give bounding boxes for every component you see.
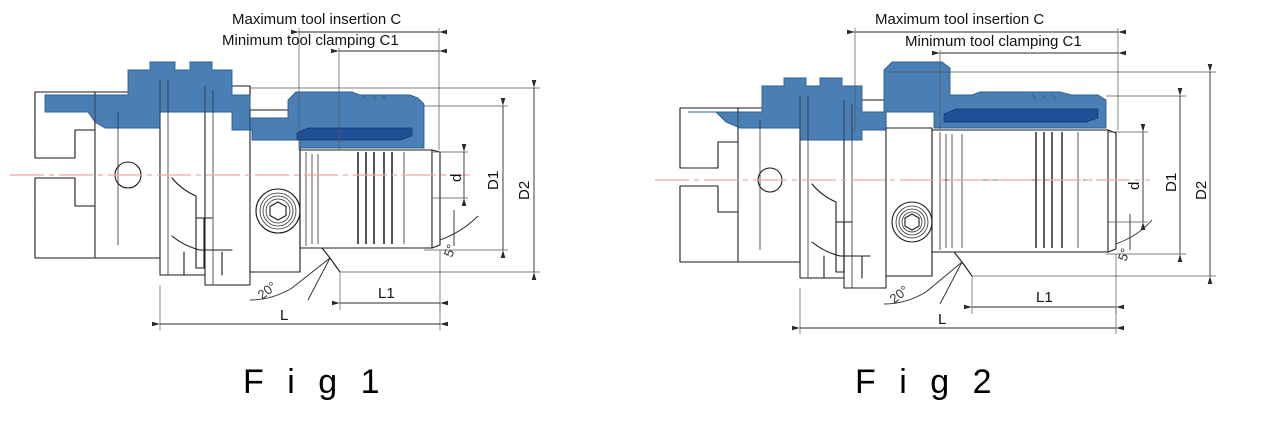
- fig2-top-knurl-marks: [1031, 94, 1057, 100]
- figure-fig2: Maximum tool insertion C Minimum tool cl…: [655, 11, 1216, 401]
- fig1-label-insertion-c: Maximum tool insertion C: [232, 11, 401, 28]
- fig2-top-dimensions: Maximum tool insertion C Minimum tool cl…: [847, 11, 1126, 130]
- fig2-label-insertion-c: Maximum tool insertion C: [875, 11, 1044, 28]
- fig1-label-clamping-c1: Minimum tool clamping C1: [222, 32, 399, 49]
- fig1-label-d2: D2: [516, 181, 533, 200]
- fig2-label-d2: D2: [1193, 181, 1210, 200]
- fig2-tick-20deg: [939, 261, 963, 305]
- fig2-blue-coating: [688, 61, 1107, 141]
- fig1-barrel-grooves: [305, 152, 319, 246]
- fig1-label-5deg: 5°: [441, 242, 459, 259]
- fig2-label-l: L: [938, 311, 946, 328]
- fig1-grip-ribs: [357, 152, 393, 244]
- fig1-tick-20deg: [307, 257, 331, 301]
- fig1-blue-coating: [44, 61, 425, 149]
- fig1-top-knurl-marks: [361, 94, 387, 100]
- fig1-label-d: d: [448, 174, 465, 182]
- fig2-label-d1: D1: [1163, 173, 1180, 192]
- fig2-detail-lines: [737, 96, 1109, 288]
- fig2-label-d: d: [1126, 182, 1143, 190]
- fig2-set-screw: [891, 201, 933, 243]
- fig1-leader-20deg: [249, 257, 331, 301]
- figure-fig1: Maximum tool insertion C Minimum tool cl…: [10, 11, 540, 401]
- fig2-hsk-taper-mid: [737, 107, 801, 263]
- fig1-bottom-dimensions: L1 L: [152, 250, 448, 330]
- fig1-chuck-nose: [431, 149, 441, 249]
- fig2-label-l1: L1: [1036, 289, 1053, 306]
- fig1-dark-blue-stripe: [296, 127, 413, 141]
- fig2-label-clamping-c1: Minimum tool clamping C1: [905, 33, 1082, 50]
- fig1-top-dimensions: Maximum tool insertion C Minimum tool cl…: [222, 11, 447, 150]
- fig1-caption: F i g 1: [243, 363, 386, 401]
- fig2-label-5deg: 5°: [1115, 246, 1133, 263]
- fig2-bottom-dimensions: L1 L: [792, 254, 1124, 334]
- fig1-set-screw: [255, 188, 301, 234]
- fig2-caption: F i g 2: [855, 363, 998, 401]
- fig2-leader-20deg: [883, 261, 963, 305]
- fig1-label-d1: D1: [485, 171, 502, 190]
- fig2-right-dimensions: d D1 D2: [886, 64, 1216, 284]
- fig2-chuck-barrel: [931, 129, 1109, 253]
- fig1-leader-5deg: [439, 215, 479, 241]
- fig2-dark-blue-stripe: [943, 108, 1099, 123]
- fig2-steel-body: [679, 95, 1117, 289]
- fig2-leader-5deg: [1115, 219, 1153, 245]
- fig2-grip-ribs: [1035, 132, 1063, 248]
- fig1-label-l: L: [280, 307, 288, 324]
- fig2-barrel-grooves: [939, 132, 963, 250]
- fig1-label-l1: L1: [378, 285, 395, 302]
- fig2-chuck-nose: [1107, 129, 1117, 253]
